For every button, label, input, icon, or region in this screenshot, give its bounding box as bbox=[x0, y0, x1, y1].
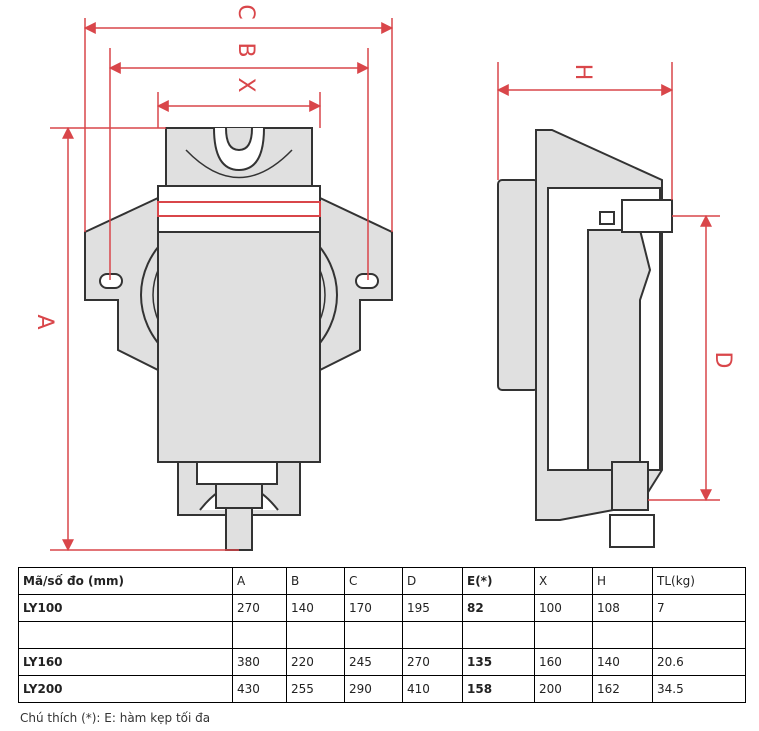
side-screw-end bbox=[611, 461, 649, 511]
dim-label-h: H bbox=[570, 64, 595, 81]
table-cell: 255 bbox=[286, 675, 345, 703]
dimension-lines bbox=[50, 18, 720, 552]
table-cell bbox=[592, 621, 653, 649]
table-cell: 140 bbox=[286, 594, 345, 622]
table-cell: 245 bbox=[344, 648, 403, 676]
table-row: LY200 430 255 290 410 158 200 162 34.5 bbox=[18, 675, 746, 703]
table-cell: 135 bbox=[462, 648, 535, 676]
table-cell: 108 bbox=[592, 594, 653, 622]
header-cell: X bbox=[534, 567, 593, 595]
spec-table: Mã/số đo (mm) A B C D E(*) X H TL(kg) LY… bbox=[18, 567, 746, 703]
table-cell: 410 bbox=[402, 675, 463, 703]
header-cell: TL(kg) bbox=[652, 567, 746, 595]
table-cell: 34.5 bbox=[652, 675, 746, 703]
table-row: LY100 270 140 170 195 82 100 108 7 bbox=[18, 594, 746, 622]
table-cell: 162 bbox=[592, 675, 653, 703]
header-cell: E(*) bbox=[462, 567, 535, 595]
table-cell bbox=[402, 621, 463, 649]
header-cell: Mã/số đo (mm) bbox=[18, 567, 233, 595]
header-cell: D bbox=[402, 567, 463, 595]
header-cell: A bbox=[232, 567, 287, 595]
header-cell: H bbox=[592, 567, 653, 595]
table-cell bbox=[344, 621, 403, 649]
table-row bbox=[18, 621, 746, 649]
dim-label-c: C bbox=[233, 4, 258, 19]
table-cell: LY200 bbox=[18, 675, 233, 703]
table-cell: 82 bbox=[462, 594, 535, 622]
header-cell: B bbox=[286, 567, 345, 595]
table-cell: 195 bbox=[402, 594, 463, 622]
table-cell: 170 bbox=[344, 594, 403, 622]
table-cell: 380 bbox=[232, 648, 287, 676]
table-row: LY160 380 220 245 270 135 160 140 20.6 bbox=[18, 648, 746, 676]
dim-label-x: X bbox=[233, 77, 258, 92]
table-cell: 270 bbox=[232, 594, 287, 622]
table-cell: 140 bbox=[592, 648, 653, 676]
table-cell: LY100 bbox=[18, 594, 233, 622]
table-cell: 290 bbox=[344, 675, 403, 703]
dim-label-a: A bbox=[32, 314, 57, 329]
dim-label-b: B bbox=[233, 42, 258, 57]
footnote: Chú thích (*): E: hàm kẹp tối đa bbox=[20, 711, 211, 725]
table-cell bbox=[462, 621, 535, 649]
header-cell: C bbox=[344, 567, 403, 595]
table-cell: 158 bbox=[462, 675, 535, 703]
table-cell: 100 bbox=[534, 594, 593, 622]
vise-body bbox=[157, 231, 321, 463]
table-cell: 20.6 bbox=[652, 648, 746, 676]
table-cell bbox=[18, 621, 233, 649]
table-cell: 7 bbox=[652, 594, 746, 622]
front-view bbox=[84, 127, 393, 551]
side-clamp-nut bbox=[621, 199, 673, 233]
table-cell: 430 bbox=[232, 675, 287, 703]
table-cell: 200 bbox=[534, 675, 593, 703]
table-cell bbox=[232, 621, 287, 649]
dim-label-d: D bbox=[710, 352, 735, 369]
vise-technical-drawing: C B X A H D bbox=[32, 4, 735, 552]
jaw-plate bbox=[157, 185, 321, 233]
table-cell: 270 bbox=[402, 648, 463, 676]
table-header-row: Mã/số đo (mm) A B C D E(*) X H TL(kg) bbox=[18, 567, 746, 595]
table-cell bbox=[534, 621, 593, 649]
table-cell: LY160 bbox=[18, 648, 233, 676]
side-base-plate bbox=[497, 179, 539, 391]
table-cell: 220 bbox=[286, 648, 345, 676]
table-cell bbox=[286, 621, 345, 649]
table-cell: 160 bbox=[534, 648, 593, 676]
side-view bbox=[497, 129, 673, 548]
table-cell bbox=[652, 621, 746, 649]
